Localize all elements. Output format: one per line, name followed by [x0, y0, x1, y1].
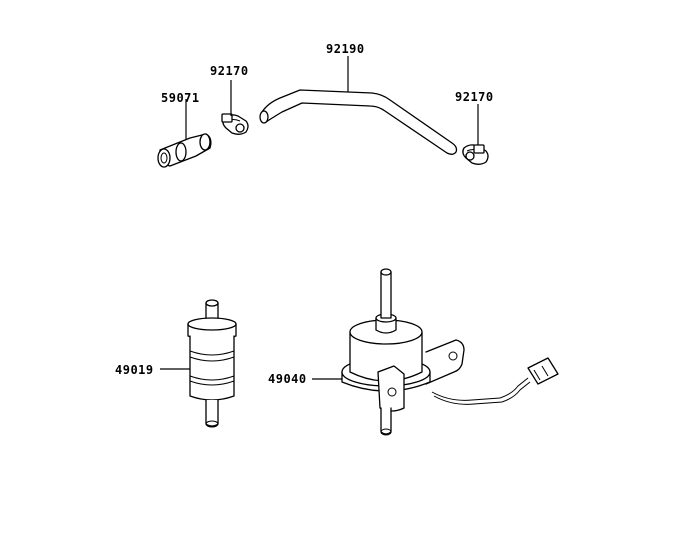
hose-fitting-59071[interactable] [157, 133, 212, 168]
fuel-pump-49040[interactable] [341, 268, 559, 436]
fuel-filter-49019[interactable] [187, 299, 237, 428]
fuel-hose-92190[interactable] [259, 89, 458, 155]
label-92170-left: 92170 [210, 64, 249, 78]
label-49040: 49040 [268, 372, 307, 386]
label-92170-right: 92170 [455, 90, 494, 104]
hose-clamp-right-92170[interactable] [462, 144, 489, 165]
hose-clamp-left-92170[interactable] [221, 113, 249, 135]
label-49019: 49019 [115, 363, 154, 377]
label-59071: 59071 [161, 91, 200, 105]
label-92190: 92190 [326, 42, 365, 56]
